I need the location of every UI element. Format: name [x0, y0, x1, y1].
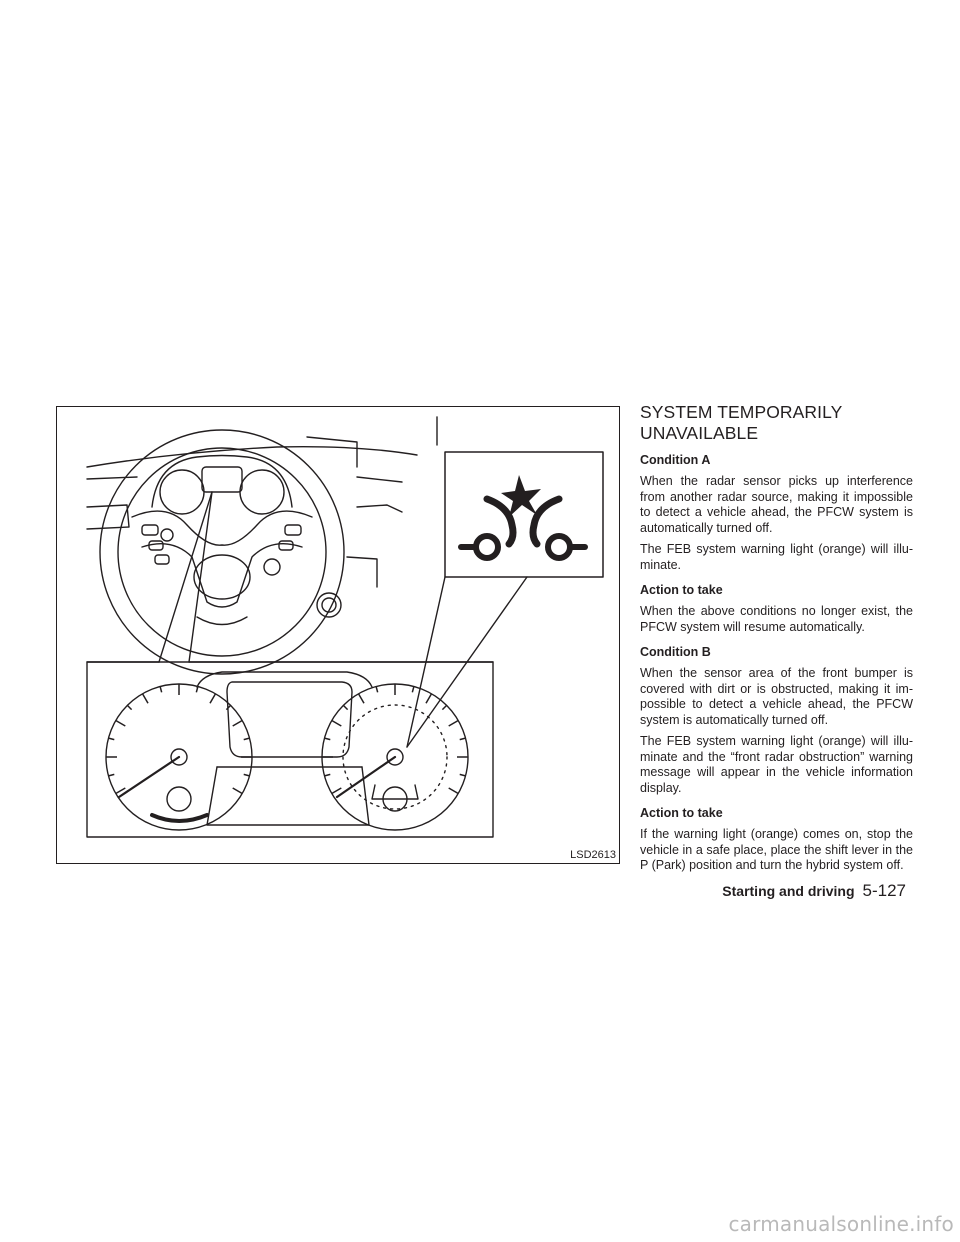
section-title-line2: UNAVAILABLE	[640, 423, 759, 443]
text-column: SYSTEM TEMPORARILY UNAVAILABLE Condition…	[640, 402, 913, 880]
gauge-tick	[209, 693, 217, 704]
gauge-tick	[448, 719, 459, 727]
subheading-condition-a: Condition A	[640, 453, 711, 467]
gauge-tick	[126, 704, 133, 711]
gauge-tick	[357, 693, 365, 704]
gauge-tick	[324, 737, 331, 741]
gauge-tick	[108, 773, 115, 777]
paragraph: The FEB system warning light (orange) wi…	[640, 542, 913, 572]
gauge-tick	[232, 719, 243, 727]
gauge-tick	[159, 686, 163, 693]
gauge-tick	[342, 704, 349, 711]
front-emergency-braking-warning-icon	[458, 475, 588, 561]
paragraph: When the sensor area of the front bumper…	[640, 666, 913, 727]
paragraph: If the warning light (orange) comes on, …	[640, 827, 913, 872]
gauge-tick	[425, 693, 433, 704]
subheading-action-to-take: Action to take	[640, 583, 723, 597]
gauge-tick	[459, 773, 466, 777]
gauge-tick	[331, 787, 342, 795]
gauge-tick	[115, 719, 126, 727]
gauge-tick	[108, 737, 115, 741]
gauge-ticks	[106, 684, 468, 795]
gauge-tick	[448, 787, 459, 795]
watermark: carmanualsonline.info	[728, 1212, 954, 1236]
gauge-tick	[232, 787, 243, 795]
gauge-tick	[115, 787, 126, 795]
gauge-tick	[225, 704, 232, 711]
subheading-condition-b: Condition B	[640, 645, 711, 659]
page-footer: Starting and driving 5-127	[722, 881, 906, 901]
gauge-tick	[411, 686, 415, 693]
page-number: 5-127	[862, 881, 906, 900]
gauge-tick	[243, 773, 250, 777]
subheading-action-to-take: Action to take	[640, 806, 723, 820]
section-title: SYSTEM TEMPORARILY UNAVAILABLE	[640, 402, 913, 444]
paragraph: When the above conditions no longer exis…	[640, 604, 913, 634]
gauge-tick	[459, 737, 466, 741]
dashboard-line-drawing	[86, 416, 604, 838]
gauge-tick	[441, 704, 448, 711]
dashboard-illustration: LSD2613	[56, 406, 620, 864]
gauge-tick	[324, 773, 331, 777]
figure-code: LSD2613	[570, 849, 616, 861]
footer-section-name: Starting and driving	[722, 883, 855, 899]
gauge-tick	[375, 686, 379, 693]
gauge-tick	[195, 686, 199, 693]
section-title-line1: SYSTEM TEMPORARILY	[640, 402, 843, 422]
paragraph: When the radar sensor picks up interfere…	[640, 474, 913, 535]
gauge-tick	[243, 737, 250, 741]
gauge-tick	[141, 693, 149, 704]
paragraph: The FEB system warning light (orange) wi…	[640, 734, 913, 795]
gauge-tick	[331, 719, 342, 727]
